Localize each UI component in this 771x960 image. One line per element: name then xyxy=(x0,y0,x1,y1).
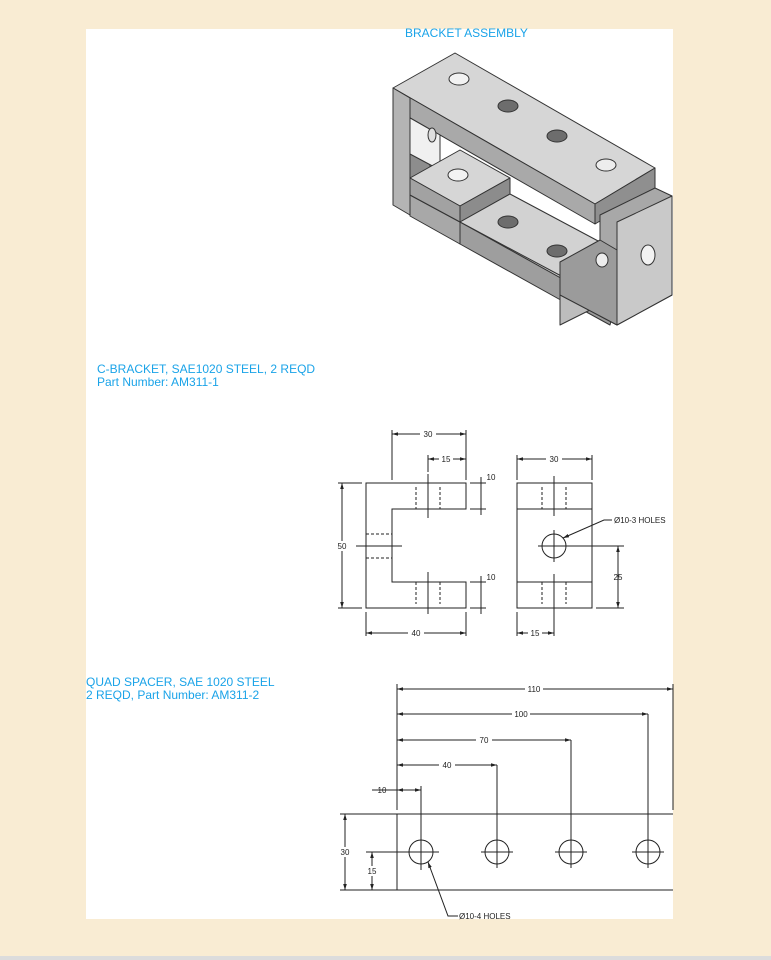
dim-cbracket-flange-top: 10 xyxy=(487,473,496,482)
dim-cbracket-height: 50 xyxy=(338,542,347,551)
dim-cbracket-slot: 15 xyxy=(442,455,451,464)
dim-cbracket-width-top: 30 xyxy=(424,430,433,439)
dim-side-hole-height: 25 xyxy=(614,573,623,582)
c-bracket-front-view xyxy=(338,430,486,636)
dim-spacer-length: 110 xyxy=(528,685,541,694)
quad-spacer-part-number: 2 REQD, Part Number: AM311-2 xyxy=(86,688,260,702)
c-bracket-part-number: Part Number: AM311-1 xyxy=(97,375,219,389)
dim-spacer-hole3: 70 xyxy=(480,736,489,745)
dim-cbracket-width-bottom: 40 xyxy=(412,629,421,638)
dim-side-width: 30 xyxy=(550,455,559,464)
isometric-assembly xyxy=(392,52,673,326)
dim-side-hole-offset: 15 xyxy=(531,629,540,638)
dim-spacer-hole1: 10 xyxy=(378,786,387,795)
dim-spacer-hole-height: 15 xyxy=(368,867,377,876)
quad-spacer-view xyxy=(340,684,674,917)
quad-spacer-title: QUAD SPACER, SAE 1020 STEEL xyxy=(86,675,275,689)
hole-note-4-holes: Ø10-4 HOLES xyxy=(459,912,511,921)
c-bracket-title: C-BRACKET, SAE1020 STEEL, 2 REQD xyxy=(97,362,316,376)
hole-note-3-holes: Ø10-3 HOLES xyxy=(614,516,666,525)
c-bracket-side-view xyxy=(516,455,624,636)
dim-cbracket-flange-bottom: 10 xyxy=(487,573,496,582)
dim-spacer-hole4: 100 xyxy=(514,710,528,719)
bottom-divider xyxy=(0,956,771,960)
dim-spacer-height: 30 xyxy=(341,848,350,857)
assembly-title: BRACKET ASSEMBLY xyxy=(405,26,528,40)
dim-spacer-hole2: 40 xyxy=(443,761,452,770)
